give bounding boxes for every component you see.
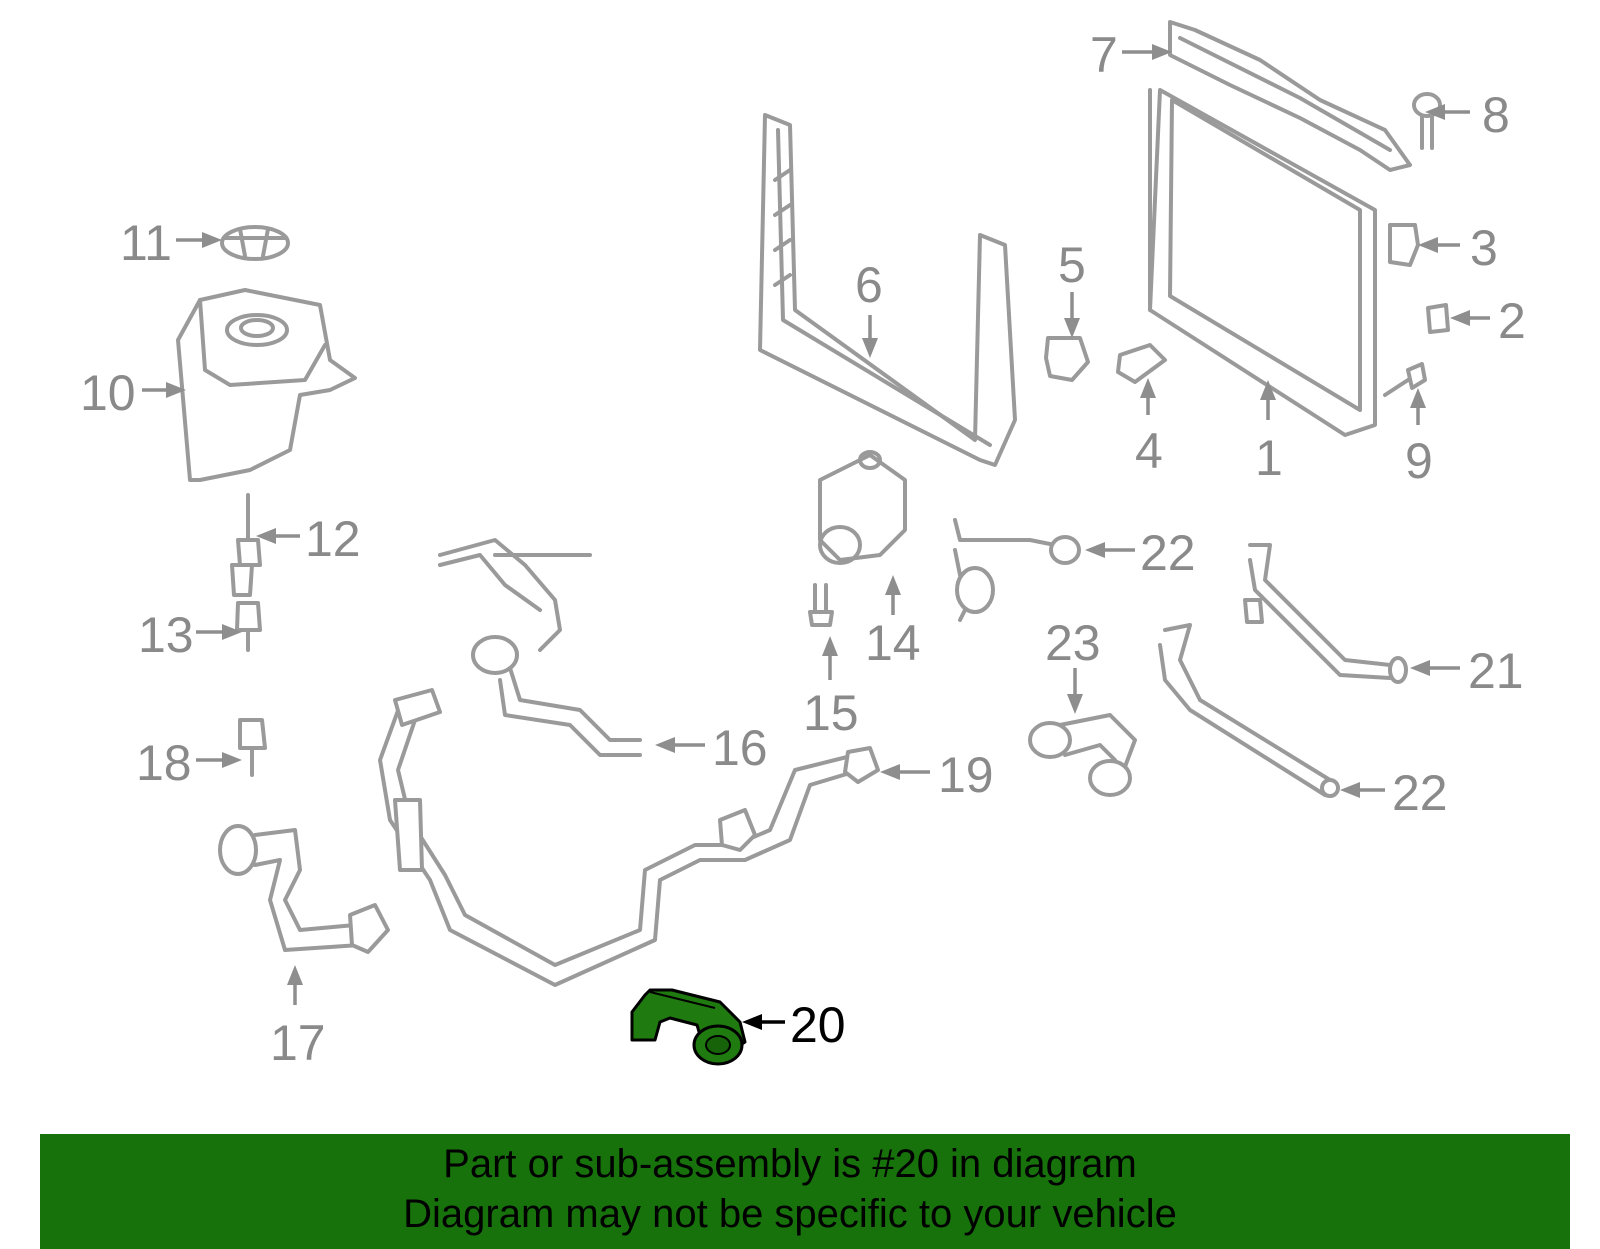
callout-17: 17 xyxy=(270,1015,326,1071)
callout-1: 1 xyxy=(1255,430,1283,486)
callout-7: 7 xyxy=(1090,27,1118,83)
part-23-elbow-hose xyxy=(1028,713,1137,797)
callout-22-lower: 22 xyxy=(1392,765,1448,821)
part-13-temperature-sensor xyxy=(235,601,262,652)
callout-19: 19 xyxy=(938,747,994,803)
callout-10: 10 xyxy=(80,365,136,421)
callout-9: 9 xyxy=(1405,433,1433,489)
part-20-highlighted-hose xyxy=(630,988,747,1066)
part-14-thermostat-housing xyxy=(818,450,907,565)
part-10-expansion-tank xyxy=(176,288,357,482)
callout-4: 4 xyxy=(1135,423,1163,479)
part-22-lower-hose xyxy=(1158,623,1340,798)
callout-18: 18 xyxy=(136,735,192,791)
callout-2: 2 xyxy=(1498,293,1526,349)
part-17-hose xyxy=(218,824,390,954)
part-12-level-sensor xyxy=(230,493,262,597)
callout-21: 21 xyxy=(1468,643,1524,699)
part-15-bolt xyxy=(808,583,834,627)
part-3-clip xyxy=(1388,223,1420,267)
part-9-drain-plug xyxy=(1383,362,1427,397)
part-6-radiator-frame xyxy=(758,113,1017,467)
banner-line-2: Diagram may not be specific to your vehi… xyxy=(403,1192,1177,1236)
callout-11: 11 xyxy=(120,215,172,271)
callout-3: 3 xyxy=(1470,220,1498,276)
part-21-hose xyxy=(1243,543,1408,684)
callout-13: 13 xyxy=(138,607,194,663)
callout-8: 8 xyxy=(1482,87,1510,143)
callout-5: 5 xyxy=(1058,237,1086,293)
part-19-long-hose xyxy=(378,688,880,987)
callout-22-upper: 22 xyxy=(1140,525,1196,581)
part-2-grommet xyxy=(1426,303,1450,334)
part-22-upper-hose xyxy=(953,518,1081,622)
part-8-bolt xyxy=(1412,92,1442,150)
part-18-temperature-sensor xyxy=(238,718,267,777)
part-5-bracket xyxy=(1044,336,1090,382)
callout-16: 16 xyxy=(712,720,768,776)
part-11-reservoir-cap xyxy=(220,225,290,261)
callout-23: 23 xyxy=(1045,615,1101,671)
callout-14: 14 xyxy=(865,615,921,671)
part-7-support-bracket xyxy=(1168,20,1412,172)
banner-line-1: Part or sub-assembly is #20 in diagram xyxy=(443,1142,1137,1186)
info-banner: Part or sub-assembly is #20 in diagram D… xyxy=(40,1134,1570,1249)
part-16-hose xyxy=(438,538,642,757)
part-1-radiator xyxy=(1148,88,1377,437)
callout-12: 12 xyxy=(305,511,361,567)
callout-15: 15 xyxy=(803,685,859,741)
callout-6: 6 xyxy=(855,257,883,313)
callout-20-highlighted: 20 xyxy=(790,997,846,1053)
part-4-clip xyxy=(1116,343,1167,384)
